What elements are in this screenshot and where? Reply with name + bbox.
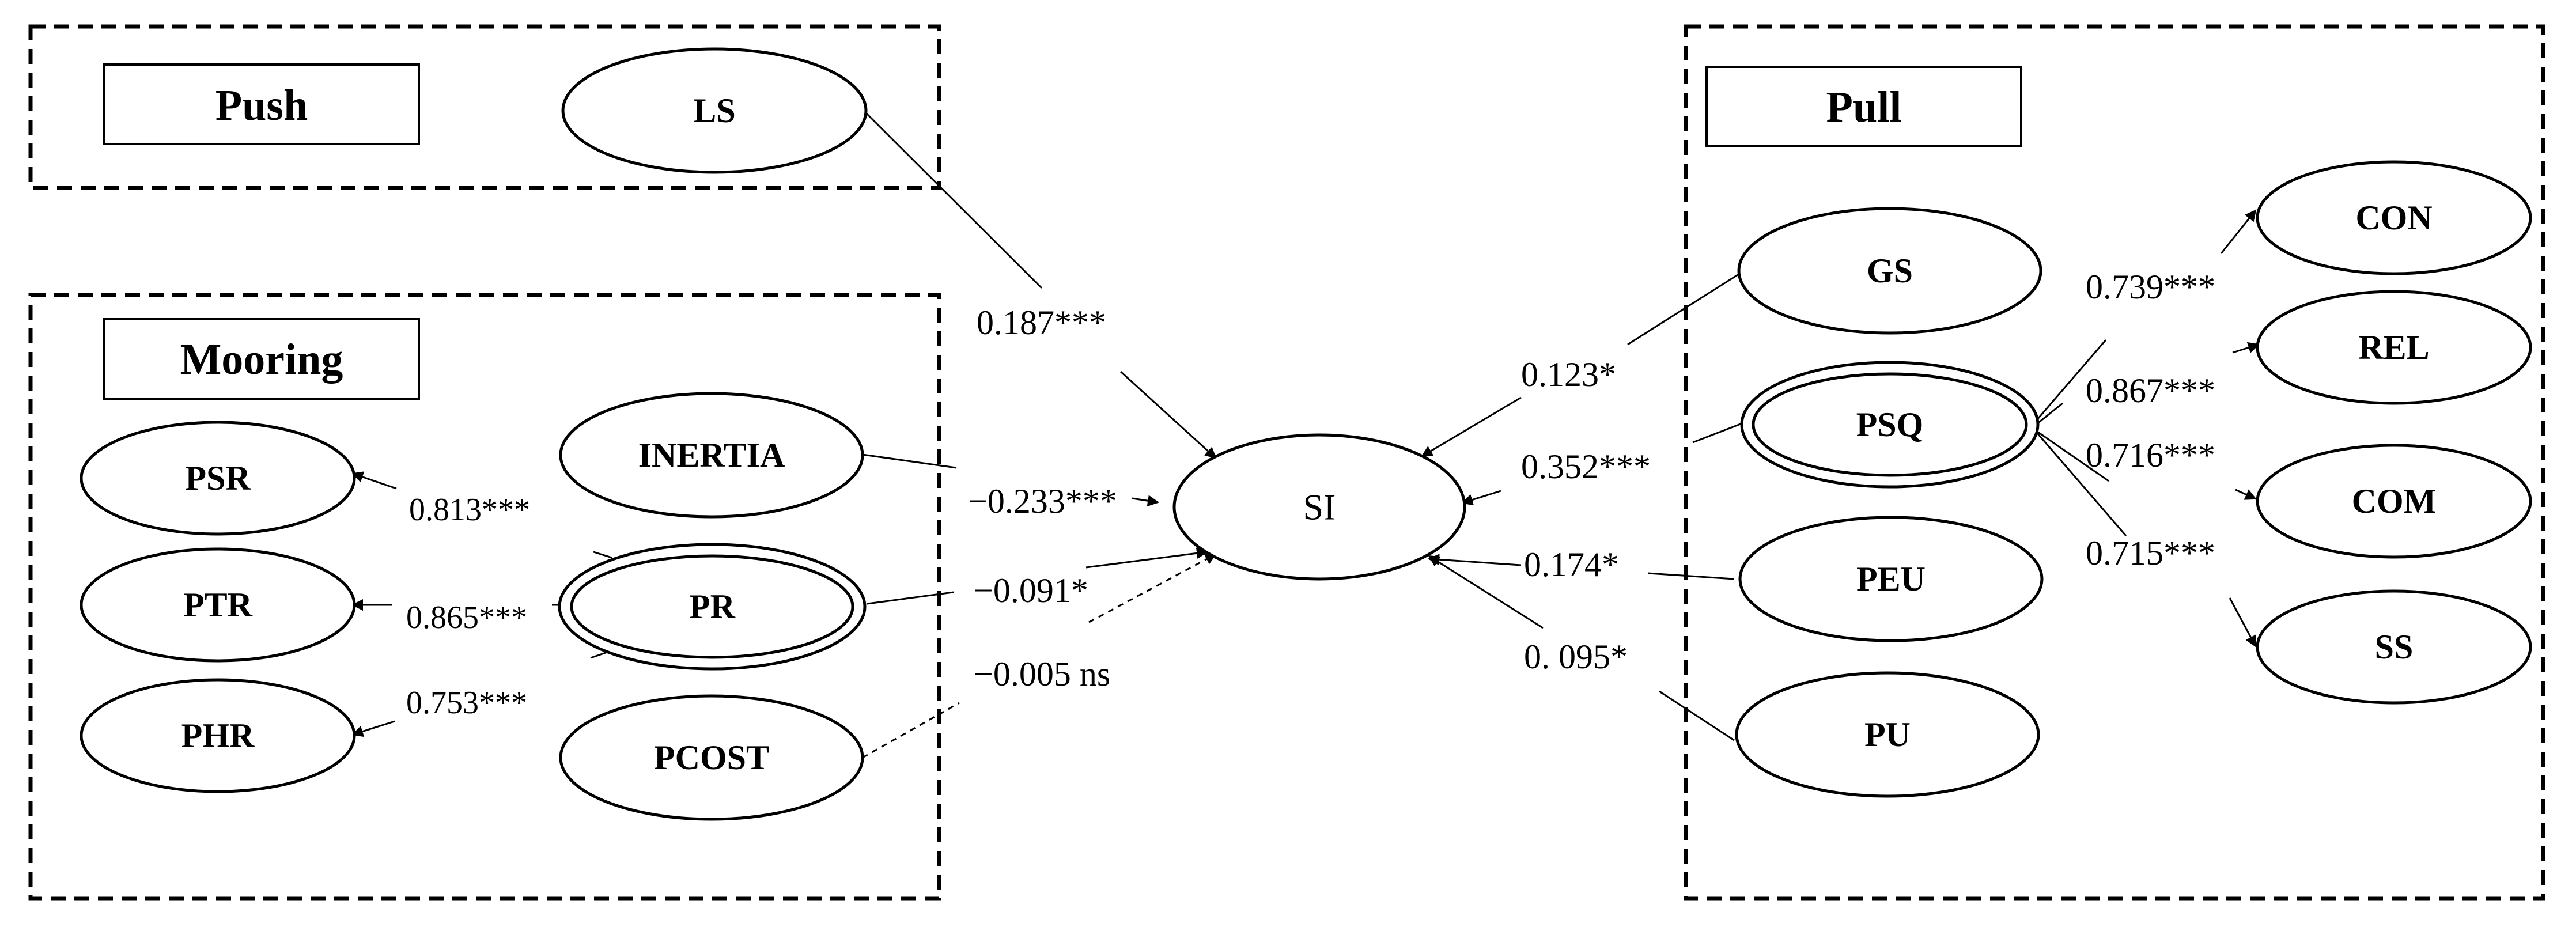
coef-psq-com: 0.716*** xyxy=(2086,436,2215,474)
coef-pcost-si: −0.005 ns xyxy=(974,655,1110,693)
node-psq: PSQ xyxy=(1740,361,2040,489)
edge-psq-si-head xyxy=(1461,490,1501,506)
node-psr: PSR xyxy=(80,421,356,536)
edge-psq-con xyxy=(2033,339,2107,424)
edge-gs-si-head xyxy=(1421,396,1522,457)
edge-psq-ss xyxy=(2033,429,2127,536)
node-pcost: PCOST xyxy=(559,694,864,821)
node-inertia: INERTIA xyxy=(559,392,864,519)
coef-psq-rel: 0.867*** xyxy=(2086,372,2215,410)
path-coefficients: 0.187*** −0.233*** −0.091* −0.005 ns 0.8… xyxy=(406,268,2215,721)
edge-inertia-si xyxy=(862,453,957,469)
edge-pu-si-head xyxy=(1428,555,1544,629)
edge-pcost-si-head xyxy=(1088,553,1217,623)
edge-pr-si-head xyxy=(1085,547,1208,569)
coef-pr-psr: 0.813*** xyxy=(409,492,530,528)
node-peu: PEU xyxy=(1738,516,2044,642)
push-group-frame xyxy=(28,24,941,190)
edge-ls-si-head xyxy=(1119,370,1217,459)
edge-psq-ss-head xyxy=(2229,597,2257,648)
coef-psq-ss: 0.715*** xyxy=(2086,534,2215,572)
node-rel: REL xyxy=(2256,290,2532,405)
pull-title-box: Pull xyxy=(1705,66,2022,147)
edge-peu-si xyxy=(1647,572,1735,580)
node-pcost-label: PCOST xyxy=(654,739,769,777)
node-gs-label: GS xyxy=(1867,252,1913,290)
node-pu-label: PU xyxy=(1864,716,1911,754)
push-title: Push xyxy=(215,81,308,130)
edge-peu-si-head xyxy=(1428,554,1522,566)
edge-psq-com xyxy=(2033,428,2109,482)
mooring-group-frame xyxy=(28,293,941,901)
pull-group-frame xyxy=(1684,24,2545,901)
node-ptr: PTR xyxy=(80,547,356,663)
node-pr-label: PR xyxy=(689,588,736,626)
coef-gs-si: 0.123* xyxy=(1521,355,1616,393)
edge-ls-si xyxy=(864,111,1043,289)
edge-pr-si xyxy=(867,591,954,605)
node-ptr-label: PTR xyxy=(183,586,253,624)
node-psq-label: PSQ xyxy=(1856,406,1924,444)
node-pu: PU xyxy=(1735,671,2040,798)
coef-pr-phr: 0.753*** xyxy=(406,685,527,721)
edge-pr-psr xyxy=(593,551,612,559)
edge-pu-si xyxy=(1659,690,1735,741)
path-edges xyxy=(351,111,2260,759)
coef-pr-si: −0.091* xyxy=(974,572,1088,610)
node-rel-label: REL xyxy=(2358,328,2429,366)
node-gs: GS xyxy=(1737,207,2042,335)
node-con: CON xyxy=(2256,160,2532,275)
edge-psq-con-head xyxy=(2220,209,2257,254)
coef-psq-si: 0.352*** xyxy=(1521,448,1651,486)
node-peu-label: PEU xyxy=(1856,560,1926,598)
node-si: SI xyxy=(1172,433,1466,581)
edge-pr-phr-head xyxy=(351,720,395,737)
node-pr: PR xyxy=(558,543,867,671)
node-ss: SS xyxy=(2256,589,2532,705)
coef-inertia-si: −0.233*** xyxy=(968,482,1117,520)
node-com-label: COM xyxy=(2352,482,2437,520)
edge-gs-si xyxy=(1627,267,1749,346)
coef-peu-si: 0.174* xyxy=(1524,546,1619,584)
edge-pcost-si xyxy=(862,702,960,759)
mooring-title-box: Mooring xyxy=(103,318,420,400)
node-ls: LS xyxy=(561,47,868,174)
coef-psq-con: 0.739*** xyxy=(2086,268,2215,306)
node-ss-label: SS xyxy=(2375,628,2414,666)
coef-pu-si: 0. 095* xyxy=(1524,638,1628,676)
node-si-label: SI xyxy=(1303,487,1336,528)
edge-psq-com-head xyxy=(2235,489,2257,500)
push-title-box: Push xyxy=(103,63,420,145)
node-ls-label: LS xyxy=(693,92,735,130)
node-inertia-label: INERTIA xyxy=(638,436,785,474)
node-phr: PHR xyxy=(80,678,356,793)
node-con-label: CON xyxy=(2355,199,2432,237)
coef-pr-ptr: 0.865*** xyxy=(406,600,527,635)
node-psr-label: PSR xyxy=(185,459,251,497)
pull-title: Pull xyxy=(1826,83,1902,131)
edge-inertia-si-head xyxy=(1132,495,1159,507)
coef-ls-si: 0.187*** xyxy=(977,304,1106,342)
edge-psq-rel-head xyxy=(2232,342,2260,354)
node-phr-label: PHR xyxy=(181,717,255,755)
edge-pr-psr-head xyxy=(351,471,397,490)
mooring-title: Mooring xyxy=(180,335,343,384)
node-com: COM xyxy=(2256,444,2532,559)
edge-psq-si xyxy=(1692,422,1744,444)
